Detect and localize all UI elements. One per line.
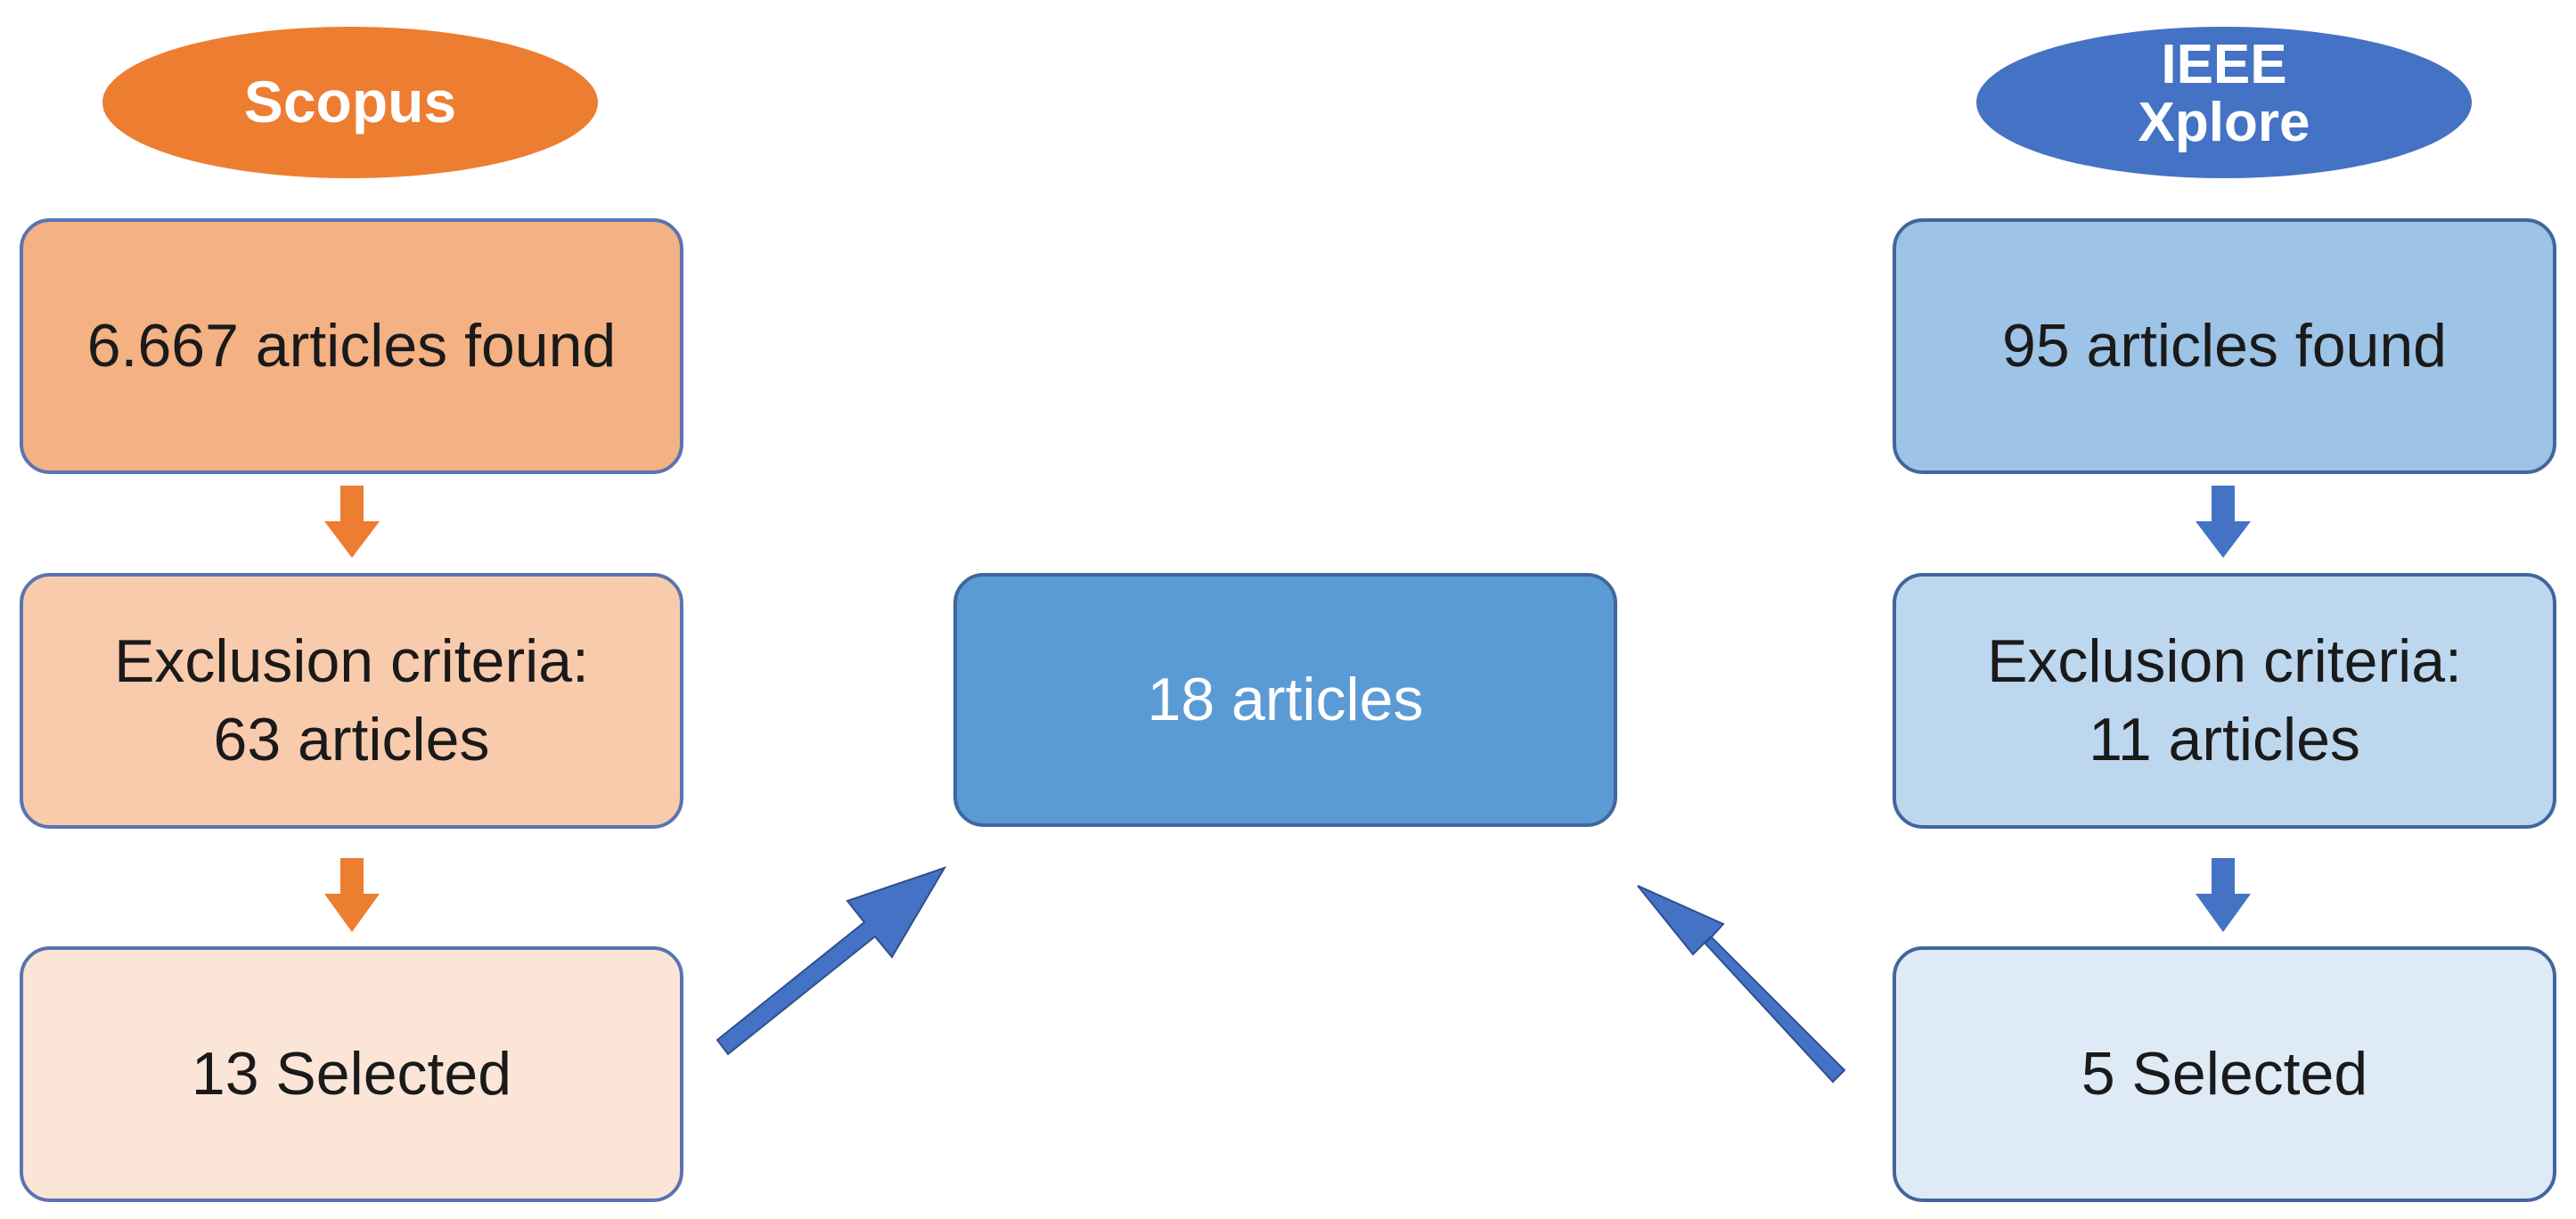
- scopus-exclusion-box: Exclusion criteria: 63 articles: [20, 573, 683, 829]
- ieee-source-oval: IEEE Xplore: [1976, 27, 2472, 178]
- ieee-exclusion-title: Exclusion criteria:: [1987, 627, 2462, 696]
- result-label: 18 articles: [1147, 665, 1424, 733]
- scopus-to-result-arrow: [716, 866, 947, 1056]
- scopus-source-oval: Scopus: [102, 27, 598, 178]
- ieee-to-result-arrow: [1637, 885, 1846, 1084]
- ieee-exclusion-count: 11 articles: [2089, 705, 2360, 773]
- ieee-source-line-2: Xplore: [2138, 92, 2310, 154]
- scopus-selected-label: 13 Selected: [191, 1039, 512, 1108]
- scopus-arrow-down-2: [324, 858, 380, 932]
- scopus-exclusion-count: 63 articles: [213, 705, 490, 773]
- ieee-selected-label: 5 Selected: [2081, 1039, 2368, 1108]
- scopus-arrow-down-1: [324, 486, 380, 558]
- result-box: 18 articles: [953, 573, 1617, 827]
- ieee-source-line-1: IEEE: [2161, 34, 2287, 95]
- scopus-exclusion-title: Exclusion criteria:: [114, 627, 589, 696]
- ieee-arrow-down-1: [2196, 486, 2251, 558]
- scopus-found-box: 6.667 articles found: [20, 218, 683, 474]
- ieee-exclusion-box: Exclusion criteria: 11 articles: [1893, 573, 2556, 829]
- scopus-selected-box: 13 Selected: [20, 946, 683, 1202]
- ieee-found-label: 95 articles found: [2002, 311, 2447, 380]
- ieee-found-box: 95 articles found: [1893, 218, 2556, 474]
- ieee-selected-box: 5 Selected: [1893, 946, 2556, 1202]
- ieee-arrow-down-2: [2196, 858, 2251, 932]
- scopus-found-label: 6.667 articles found: [86, 311, 617, 380]
- scopus-source-label: Scopus: [243, 69, 457, 135]
